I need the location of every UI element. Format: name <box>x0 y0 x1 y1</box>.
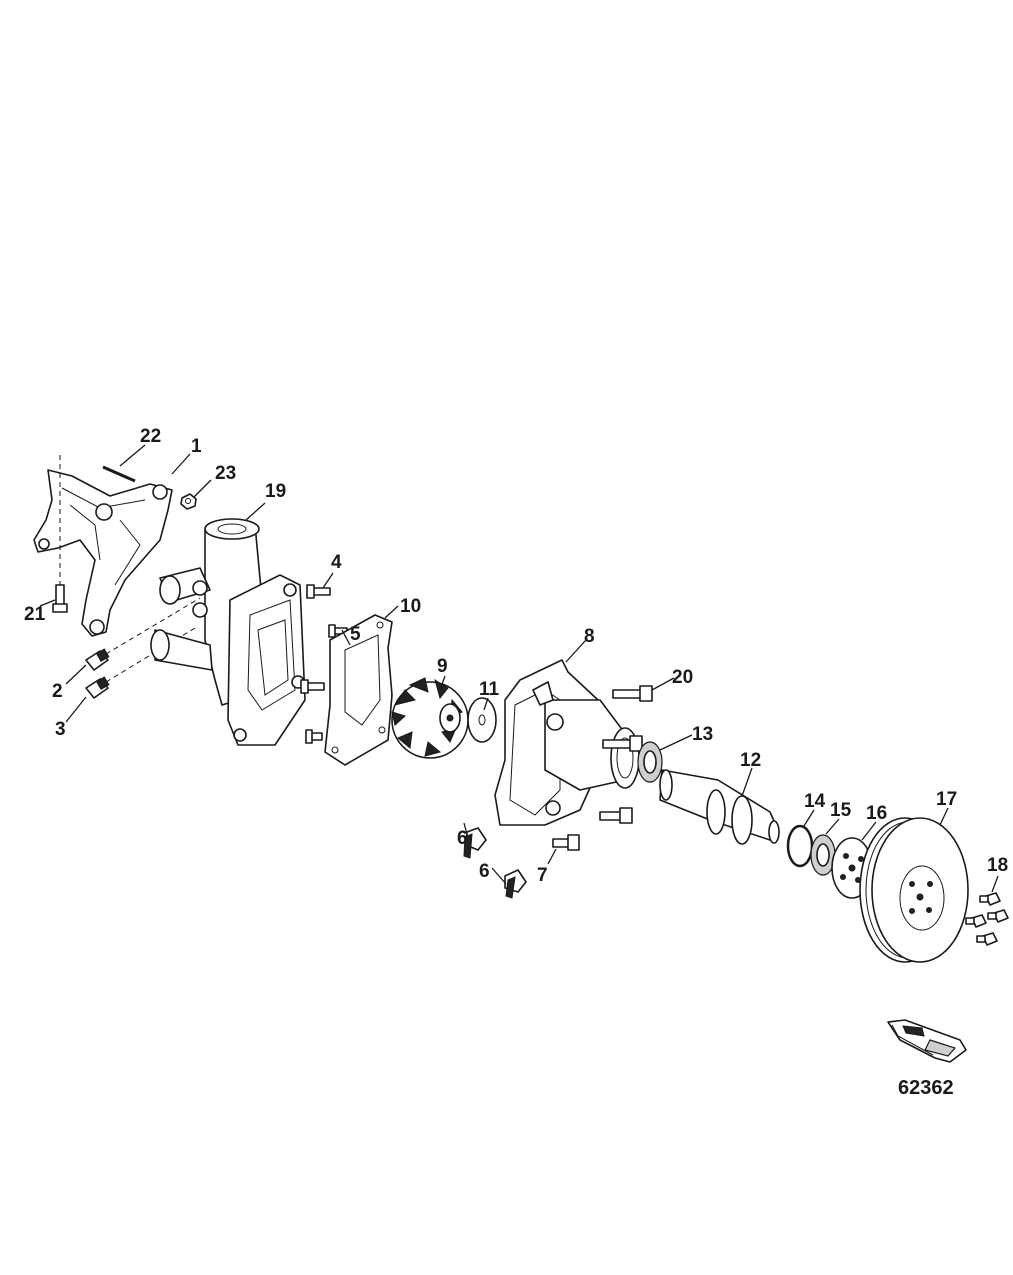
callout-7: 7 <box>537 865 548 886</box>
pin-part-22 <box>102 465 136 483</box>
callout-22: 22 <box>140 426 161 447</box>
callout-15: 15 <box>830 800 852 821</box>
bolt-part-18 <box>965 892 1009 946</box>
pump-cover-part-8 <box>494 659 640 826</box>
callout-16: 16 <box>866 803 887 824</box>
callout-6b: 6 <box>479 861 490 882</box>
callout-1: 1 <box>191 436 202 457</box>
callout-20: 20 <box>672 667 693 688</box>
shaft-bearing-part-12 <box>659 769 780 845</box>
bolt-part-7 <box>552 834 580 851</box>
callout-10: 10 <box>400 596 421 617</box>
engine-location-icon <box>887 1019 967 1063</box>
bolt-part-20 <box>599 685 653 824</box>
callout-8: 8 <box>584 626 595 647</box>
fitting-part-3 <box>85 627 196 699</box>
callout-17: 17 <box>936 789 957 810</box>
seal-part-13 <box>637 741 663 783</box>
bolt-part-4 <box>300 584 331 744</box>
callout-12: 12 <box>740 750 761 771</box>
callout-4: 4 <box>331 552 342 573</box>
pulley-part-17 <box>859 817 969 963</box>
fitting-part-2 <box>85 597 201 671</box>
leader-lines <box>39 444 999 893</box>
callout-13: 13 <box>692 724 713 745</box>
callout-3: 3 <box>55 719 66 740</box>
callout-labels: 22 1 23 19 4 5 10 21 2 3 9 11 8 20 13 12… <box>24 426 1008 886</box>
impeller-part-9 <box>391 677 469 759</box>
gasket-part-10 <box>324 614 393 766</box>
callout-11: 11 <box>479 679 500 700</box>
callout-21: 21 <box>24 604 46 625</box>
figure-number: 62362 <box>898 1077 954 1099</box>
callout-23: 23 <box>215 463 236 484</box>
callout-6a: 6 <box>457 828 468 849</box>
bolt-part-21 <box>52 584 68 613</box>
callout-19: 19 <box>265 481 286 502</box>
mounting-bracket <box>33 455 173 637</box>
callout-2: 2 <box>52 681 63 702</box>
callout-5: 5 <box>350 624 361 645</box>
snap-ring-part-14 <box>786 824 814 868</box>
washer-part-11 <box>467 697 497 743</box>
callout-14: 14 <box>804 791 826 812</box>
callout-18: 18 <box>987 855 1008 876</box>
drain-plug-part-6 <box>463 827 527 899</box>
nut-part-23 <box>180 493 197 510</box>
callout-9: 9 <box>437 656 448 677</box>
pump-housing-part-19 <box>150 518 306 746</box>
